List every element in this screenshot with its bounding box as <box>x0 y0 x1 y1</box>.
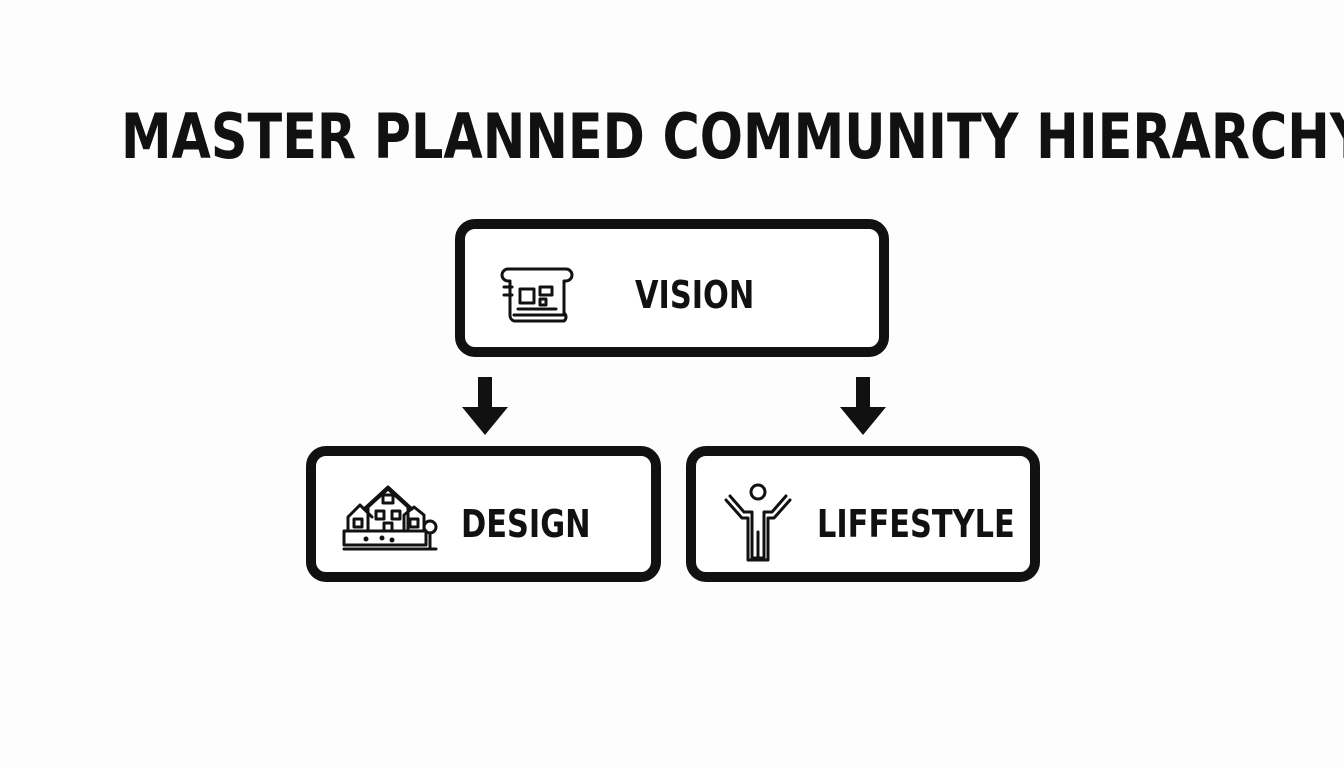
houses-icon <box>342 485 438 551</box>
blueprint-scroll-icon <box>500 267 574 323</box>
diagram-title: MASTER PLANNED COMMUNITY HIERARCHY <box>120 100 1344 173</box>
design-label: DESIGN <box>461 502 591 546</box>
lifestyle-label: LIFFESTYLE <box>817 502 1015 546</box>
lifestyle-node: LIFFESTYLE <box>686 446 1040 582</box>
vision-label: VISION <box>635 273 755 317</box>
design-node: DESIGN <box>306 446 661 582</box>
vision-node: VISION <box>455 219 889 357</box>
arrow-vision-to-design <box>462 377 508 435</box>
arrow-vision-to-lifestyle <box>840 377 886 435</box>
person-arms-raised-icon <box>724 483 792 562</box>
